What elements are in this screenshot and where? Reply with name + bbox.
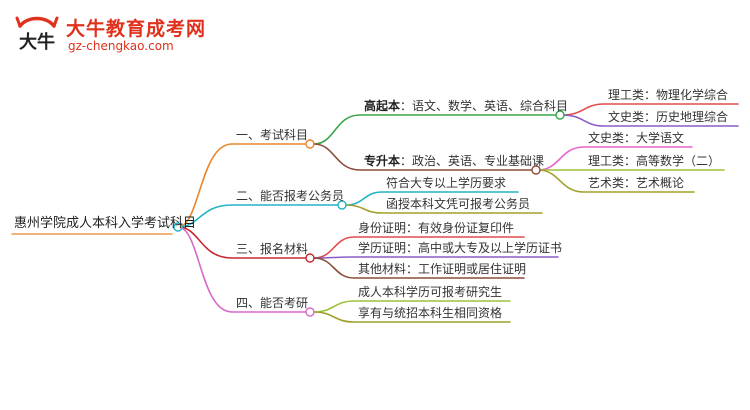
root-node: 惠州学院成人本科入学考试科目 bbox=[14, 216, 197, 231]
sub-zsb-strong: 专升本 bbox=[364, 154, 401, 168]
sub-gaoqiben-rest: ：语文、数学、英语、综合科目 bbox=[400, 99, 569, 113]
edge-zsb-yishu bbox=[537, 169, 695, 193]
leaf-zsb-yishu: 艺术类：艺术概论 bbox=[588, 176, 685, 190]
leaf-gqb-wenshi: 文史类：历史地理综合 bbox=[608, 110, 729, 124]
branch-civil-servant: 二、能否报考公务员 bbox=[236, 189, 345, 203]
junction-zhuanshengben bbox=[531, 165, 541, 175]
edge-b1-zhuanshengben bbox=[313, 143, 533, 171]
leaf-zsb-wenshi: 文史类：大学语文 bbox=[588, 131, 685, 145]
edge-b3-leaf3 bbox=[313, 257, 525, 279]
edge-gqb-wenshi bbox=[561, 114, 739, 127]
leaf-b3-3: 其他材料：工作证明或居住证明 bbox=[358, 262, 527, 276]
edge-b4-leaf2 bbox=[313, 311, 511, 323]
leaf-b3-1: 身份证明：有效身份证复印件 bbox=[358, 221, 515, 235]
brand-logo: 大牛 大牛教育成考网 gz-chengkao.com bbox=[14, 12, 224, 60]
edge-root-b3 bbox=[177, 226, 309, 259]
leaf-b3-2: 学历证明：高中或大专及以上学历证书 bbox=[358, 241, 563, 255]
leaf-b2-2: 函授本科文凭可报考公务员 bbox=[386, 197, 531, 211]
edge-b1-gaoqiben bbox=[313, 114, 557, 145]
edge-b2-leaf2 bbox=[345, 204, 543, 214]
sub-zsb-rest: ：政治、英语、专业基础课 bbox=[400, 154, 545, 168]
edge-root-b4 bbox=[177, 226, 309, 313]
junction-b3 bbox=[305, 253, 315, 263]
junction-b2 bbox=[337, 200, 347, 210]
junction-b4 bbox=[305, 307, 315, 317]
bull-logo-icon: 大牛 bbox=[15, 16, 59, 53]
brand-name: 大牛教育成考网 bbox=[66, 18, 207, 40]
branch-exam-subjects: 一、考试科目 bbox=[236, 128, 309, 142]
branch-materials: 三、报名材料 bbox=[236, 242, 309, 256]
junction-root bbox=[173, 222, 183, 232]
leaf-zsb-ligong: 理工类：高等数学（二） bbox=[588, 154, 721, 168]
edge-root-b2 bbox=[177, 204, 341, 228]
logo-text: 大牛 bbox=[19, 31, 55, 53]
leaf-gqb-ligong: 理工类：物理化学综合 bbox=[608, 88, 729, 102]
junction-gaoqiben bbox=[555, 110, 565, 120]
edge-root-b1 bbox=[177, 143, 309, 228]
brand-url[interactable]: gz-chengkao.com bbox=[68, 39, 174, 53]
sub-zhuanshengben: 专升本：政治、英语、专业基础课 bbox=[364, 153, 544, 169]
leaf-b4-1: 成人本科学历可报考研究生 bbox=[358, 285, 503, 299]
edge-b3-leaf2 bbox=[313, 256, 559, 259]
sub-gaoqiben: 高起本：语文、数学、英语、综合科目 bbox=[364, 98, 568, 114]
leaf-b4-2: 享有与统招本科生相同资格 bbox=[358, 306, 503, 320]
branch-postgraduate: 四、能否考研 bbox=[236, 296, 309, 310]
sub-gaoqiben-strong: 高起本 bbox=[364, 99, 401, 113]
leaf-b2-1: 符合大专以上学历要求 bbox=[386, 176, 507, 190]
junction-b1 bbox=[305, 139, 315, 149]
